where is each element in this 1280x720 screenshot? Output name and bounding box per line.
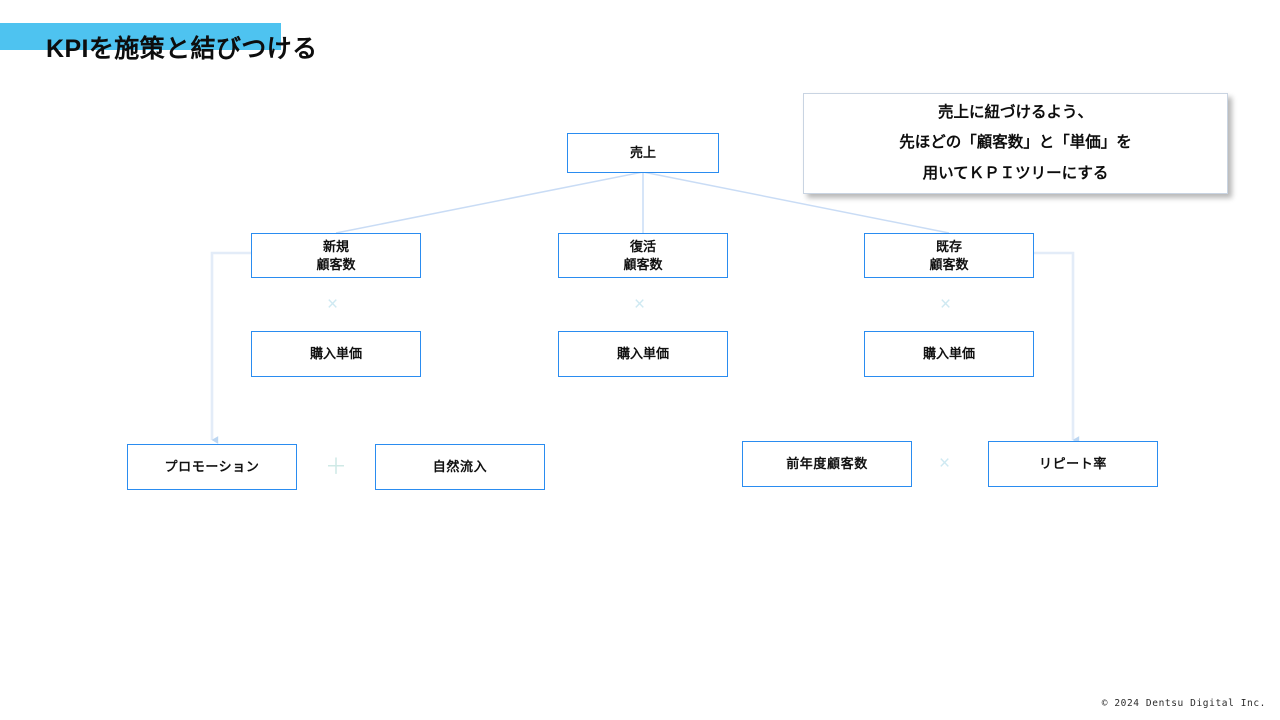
node-repeat-rate-label: リピート率 xyxy=(1038,456,1107,472)
elbow-right-existing-to-repeat xyxy=(1033,251,1080,444)
node-revived-customers-line1: 復活 xyxy=(629,239,656,255)
node-unit-price-2-label: 購入単価 xyxy=(616,346,669,362)
node-root-sales-label: 売上 xyxy=(629,145,656,161)
node-new-customers-line1: 新規 xyxy=(322,239,349,255)
operator-multiply-branch-2: × xyxy=(634,294,646,315)
node-previous-year-customers-label: 前年度顧客数 xyxy=(786,456,868,472)
node-existing-customers[interactable]: 既存 顧客数 xyxy=(864,233,1034,278)
operator-multiply-branch-3: × xyxy=(940,294,952,315)
node-promotion-label: プロモーション xyxy=(164,459,260,475)
node-unit-price-1[interactable]: 購入単価 xyxy=(251,331,421,377)
callout-box: 売上に紐づけるよう、 先ほどの「顧客数」と「単価」を 用いてＫＰＩツリーにする xyxy=(803,93,1228,194)
node-unit-price-3-label: 購入単価 xyxy=(922,346,975,362)
callout-line-1: 売上に紐づけるよう、 xyxy=(937,104,1093,122)
node-root-sales[interactable]: 売上 xyxy=(567,133,719,173)
node-existing-customers-line1: 既存 xyxy=(935,239,962,255)
callout-line-2: 先ほどの「顧客数」と「単価」を xyxy=(899,134,1132,152)
node-previous-year-customers[interactable]: 前年度顧客数 xyxy=(742,441,912,487)
node-revived-customers-line2: 顧客数 xyxy=(623,256,663,272)
node-repeat-rate[interactable]: リピート率 xyxy=(988,441,1158,487)
page-title: KPIを施策と結びつける xyxy=(46,35,318,63)
node-existing-customers-line2: 顧客数 xyxy=(929,256,969,272)
title-highlight-bar xyxy=(0,23,281,50)
node-unit-price-1-label: 購入単価 xyxy=(309,346,362,362)
operator-multiply-right-group: × xyxy=(939,453,951,474)
operator-multiply-branch-1: × xyxy=(327,294,339,315)
footer-copyright: © 2024 Dentsu Digital Inc. xyxy=(1101,698,1266,709)
elbow-left-new-to-promotion xyxy=(210,251,251,444)
node-revived-customers[interactable]: 復活 顧客数 xyxy=(558,233,728,278)
node-unit-price-3[interactable]: 購入単価 xyxy=(864,331,1034,377)
node-organic-inflow[interactable]: 自然流入 xyxy=(375,444,545,490)
callout-line-3: 用いてＫＰＩツリーにする xyxy=(922,164,1109,182)
node-new-customers[interactable]: 新規 顧客数 xyxy=(251,233,421,278)
node-unit-price-2[interactable]: 購入単価 xyxy=(558,331,728,377)
node-organic-inflow-label: 自然流入 xyxy=(432,459,488,475)
node-promotion[interactable]: プロモーション xyxy=(127,444,297,490)
operator-plus-left-group: ＋ xyxy=(325,454,348,479)
node-new-customers-line2: 顧客数 xyxy=(316,256,356,272)
